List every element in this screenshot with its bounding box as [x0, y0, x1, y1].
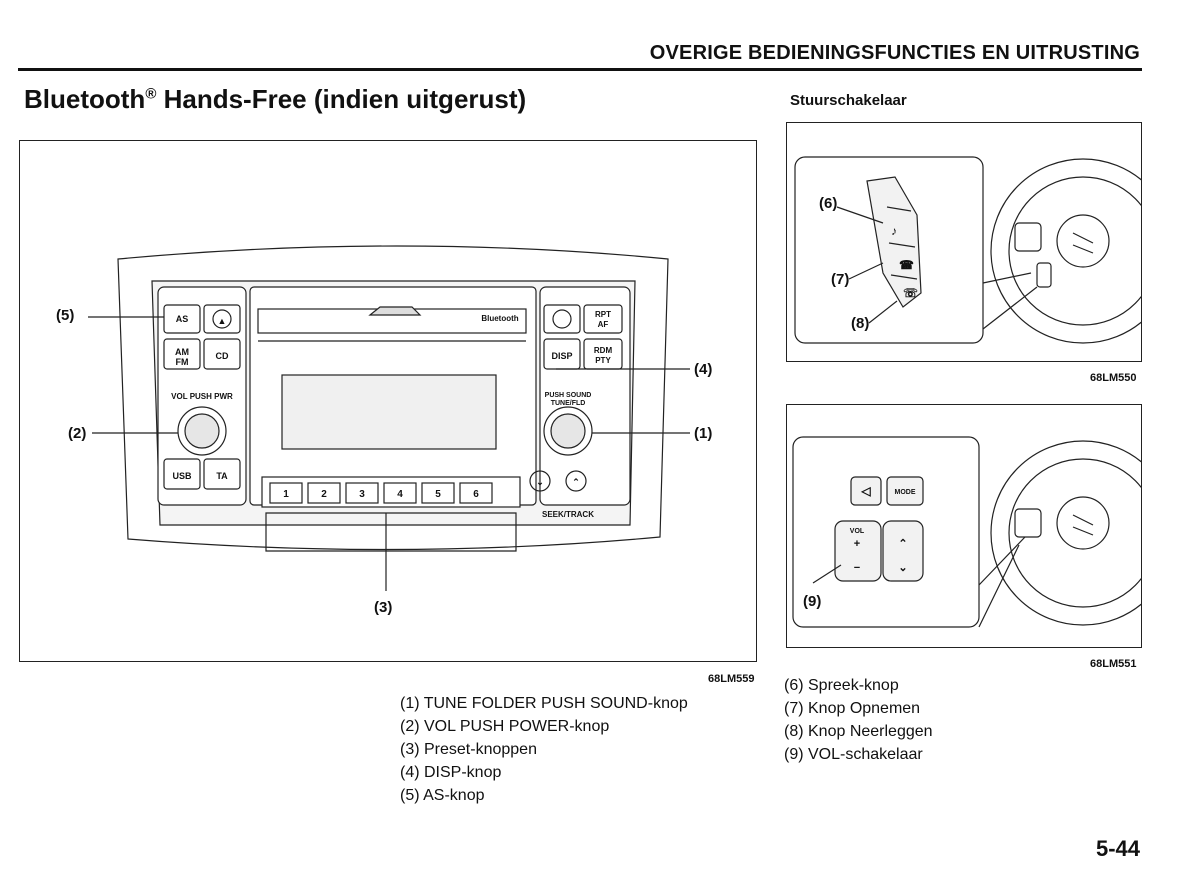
legend-item: (3) Preset-knoppen	[400, 741, 537, 758]
callout-9: (9)	[803, 593, 822, 610]
chevron-up-icon: ⌃	[898, 538, 907, 550]
tune-fld-label: TUNE/FLD	[551, 400, 586, 407]
radio-figure-code: 68LM559	[708, 673, 755, 685]
chapter-title: OVERIGE BEDIENINGSFUNCTIES EN UITRUSTING	[649, 42, 1140, 64]
seek-track-label: SEEK/TRACK	[542, 510, 594, 519]
legend-item: (7) Knop Opnemen	[784, 700, 921, 717]
steering-switch-bottom-illustration: ◁ MODE VOL + − ⌃ ⌄	[792, 436, 1176, 628]
switch-bottom-figure-code: 68LM551	[1090, 658, 1137, 670]
as-button-label: AS	[176, 314, 189, 324]
callout-8: (8)	[851, 315, 870, 332]
switch-top-figure-code: 68LM550	[1090, 372, 1137, 384]
radio-figure: AS ▲ AM FM CD VOL PUSH PWR USB TA DISP R…	[19, 140, 757, 662]
legend-left: (1) TUNE FOLDER PUSH SOUND-knop (2) VOL …	[400, 692, 688, 807]
chevron-down-icon: ⌄	[898, 562, 907, 574]
pty-button-label: PTY	[595, 356, 611, 365]
mute-icon: ◁	[860, 484, 871, 498]
push-sound-label: PUSH SOUND	[545, 392, 592, 399]
preset-button-6: 6	[473, 489, 479, 500]
steering-switch-bottom-figure: ◁ MODE VOL + − ⌃ ⌄ (9)	[786, 404, 1176, 648]
talk-icon: ♪	[891, 224, 897, 238]
preset-button-5: 5	[435, 489, 441, 500]
callout-2: (2)	[68, 425, 87, 442]
legend-item: (1) TUNE FOLDER PUSH SOUND-knop	[400, 695, 688, 712]
legend-item: (4) DISP-knop	[400, 764, 502, 781]
section-title: Bluetooth® Hands-Free (indien uitgerust)	[24, 84, 526, 115]
callout-6: (6)	[819, 195, 838, 212]
callout-5: (5)	[56, 307, 75, 324]
vol-minus-icon: −	[854, 562, 860, 574]
hangup-icon: ☏	[903, 286, 918, 300]
section-title-rest: Hands-Free (indien uitgerust)	[156, 84, 527, 114]
pickup-icon: ☎	[899, 258, 914, 272]
legend-item: (8) Knop Neerleggen	[784, 723, 933, 740]
legend-item: (2) VOL PUSH POWER-knop	[400, 718, 610, 735]
af-button-label: AF	[598, 320, 609, 329]
preset-button-1: 1	[283, 489, 289, 500]
disp-button-label: DISP	[551, 351, 572, 361]
callout-4: (4)	[694, 361, 713, 378]
section-title-main: Bluetooth	[24, 84, 146, 114]
vol-knob-label: VOL PUSH PWR	[171, 392, 233, 401]
legend-item: (5) AS-knop	[400, 787, 485, 804]
seek-down-icon: ⌄	[536, 477, 544, 487]
seek-up-icon: ⌃	[572, 477, 580, 487]
vol-plus-icon: +	[854, 538, 860, 550]
legend-item: (9) VOL-schakelaar	[784, 746, 923, 763]
steering-switch-title: Stuurschakelaar	[790, 92, 907, 109]
am-fm-button-label: AM	[175, 347, 189, 357]
bluetooth-logo: Bluetooth	[481, 314, 518, 323]
steering-switch-top-figure: ♪ ☎ ☏ (6) (7) (8)	[786, 122, 1176, 362]
usb-button-label: USB	[172, 471, 192, 481]
eject-icon: ▲	[218, 316, 227, 326]
steering-switch-top-illustration: ♪ ☎ ☏	[794, 156, 1176, 344]
preset-button-2: 2	[321, 489, 327, 500]
callout-7: (7)	[831, 271, 850, 288]
rpt-button-label: RPT	[595, 310, 611, 319]
preset-labels: 1 2 3 4 5 6	[283, 489, 479, 500]
callout-3: (3)	[374, 599, 393, 616]
preset-button-4: 4	[397, 489, 403, 500]
am-fm-button-label-2: FM	[176, 357, 189, 367]
legend-right: (6) Spreek-knop (7) Knop Opnemen (8) Kno…	[784, 674, 933, 766]
mode-button-label: MODE	[895, 489, 916, 496]
page-number: 5-44	[1095, 836, 1140, 861]
ta-button-label: TA	[216, 471, 228, 481]
legend-item: (6) Spreek-knop	[784, 677, 899, 694]
callout-1: (1)	[694, 425, 713, 442]
preset-button-3: 3	[359, 489, 365, 500]
registered-mark: ®	[145, 85, 157, 103]
rdm-button-label: RDM	[594, 346, 613, 355]
radio-illustration: AS ▲ AM FM CD VOL PUSH PWR USB TA DISP R…	[88, 245, 690, 591]
header-rule	[18, 68, 1142, 71]
cd-button-label: CD	[216, 351, 229, 361]
vol-switch-label: VOL	[850, 528, 865, 535]
